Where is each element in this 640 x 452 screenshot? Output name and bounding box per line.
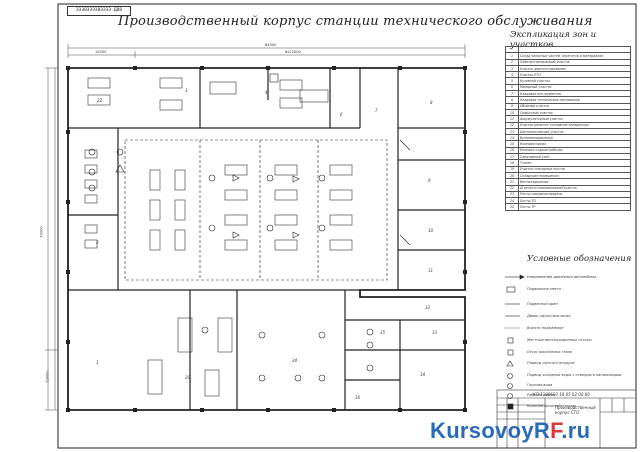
- dim-overall: 84000: [265, 43, 277, 47]
- room-number: 4: [265, 90, 268, 95]
- explication-name: Малярный участок: [518, 83, 631, 92]
- explication-name: Посты ТР: [518, 203, 631, 211]
- legend-title: Условные обозначения: [527, 254, 632, 264]
- explication-name: Обойный участок: [518, 102, 631, 110]
- room-number: 11: [428, 268, 434, 273]
- service-zone-outline: [124, 139, 388, 281]
- dim-vertical-lower: 12000: [45, 371, 50, 383]
- room-number: 8: [430, 100, 433, 105]
- room-number: 24: [292, 358, 298, 363]
- watermark-accent: F: [550, 418, 562, 443]
- room-number: 1: [96, 360, 99, 365]
- explication-name: Электротехнический участок: [518, 58, 631, 66]
- explication-name: Сварочный участок: [518, 108, 631, 117]
- legend-label: Местные вентиляционные отсосы: [527, 338, 592, 342]
- drawing-stamp: ЭЭЭВЭЭЭЭВЭЭЭЭ ДВВ: [67, 6, 131, 16]
- vent-symbol: [507, 337, 514, 344]
- explication-name: Кузовной участок: [518, 77, 631, 85]
- room-number: 10: [428, 228, 434, 233]
- legend-label: Подвод холодной воды с отводом в канализ…: [527, 373, 622, 377]
- legend-label: Подвесной кран: [527, 302, 558, 306]
- watermark-main: KursovoyR: [430, 418, 551, 443]
- room-number: 2: [96, 240, 99, 245]
- legend-label: Направление движения автомобиля: [527, 275, 597, 279]
- legend-label: Дверь одностворчатая: [527, 314, 571, 318]
- equipment-symbols: [88, 148, 374, 382]
- explication-title: Экспликация зон и участков: [510, 30, 597, 50]
- column-symbol: [507, 403, 514, 410]
- explication-name: Участок ремонта топливной аппаратуры: [518, 121, 631, 129]
- room-number: 6: [340, 112, 343, 117]
- drawing-title: Производственный корпус станции техничес…: [118, 14, 593, 29]
- titleblock-name: Производственный корпус СТО: [555, 405, 596, 415]
- room-number: 20: [185, 375, 191, 380]
- room-number: 3: [185, 88, 188, 93]
- dimension-lines: [45, 44, 466, 411]
- room-number: 9: [428, 178, 431, 183]
- explication-name: Участок диагностирования: [518, 64, 631, 73]
- explication-name: Кладовая технических материалов: [518, 96, 631, 104]
- explication-name: Аккумуляторный участок: [518, 115, 631, 123]
- room-number: 22: [97, 98, 103, 103]
- water-cold-symbol: [507, 373, 513, 379]
- explication-number: 25: [505, 203, 519, 211]
- place-symbol: [506, 286, 516, 293]
- legend-label: Отсос выхлопных газов: [527, 350, 572, 354]
- legend-label: Колонна железобетонная: [527, 404, 577, 408]
- legend-label: Ворота подъёмные: [527, 326, 564, 330]
- title-block: [496, 389, 637, 449]
- explication-name: Участок ЕТО: [518, 71, 631, 79]
- room-number: 7: [375, 108, 378, 113]
- sheet-frame: [57, 3, 637, 449]
- vehicles: [84, 77, 353, 397]
- legend-label: Подвижное место: [527, 287, 562, 291]
- room-number: 14: [420, 372, 426, 377]
- legend-label: Рабочее место: [527, 393, 555, 397]
- water-hot-symbol: [507, 383, 513, 389]
- workplace-symbol: [507, 393, 513, 399]
- dim-left-segment: 12000: [95, 50, 107, 54]
- explication-name: Кладовая инструментов: [518, 90, 631, 98]
- watermark-logo[interactable]: KursovoyRF.ru: [430, 418, 590, 444]
- arrow-head-symbol: [519, 274, 525, 280]
- gates: [269, 73, 411, 246]
- titleblock-code: КП 1190603 18 05 02 00.00: [533, 392, 590, 397]
- room-number: 12: [425, 305, 431, 310]
- room-number: 16: [355, 395, 361, 400]
- room-number: 15: [380, 330, 386, 335]
- watermark-suffix: .ru: [561, 418, 591, 443]
- legend-label: Горячая вода: [527, 383, 553, 387]
- room-number: 13: [432, 330, 438, 335]
- dim-right-segment: 6x12000: [285, 50, 301, 54]
- exhaust-symbol: [507, 349, 514, 356]
- dim-vertical-total: 72000: [39, 226, 44, 238]
- air-symbol: [506, 360, 514, 367]
- legend-label: Подвод сжатого воздуха: [527, 361, 575, 365]
- interior-walls: [67, 68, 465, 410]
